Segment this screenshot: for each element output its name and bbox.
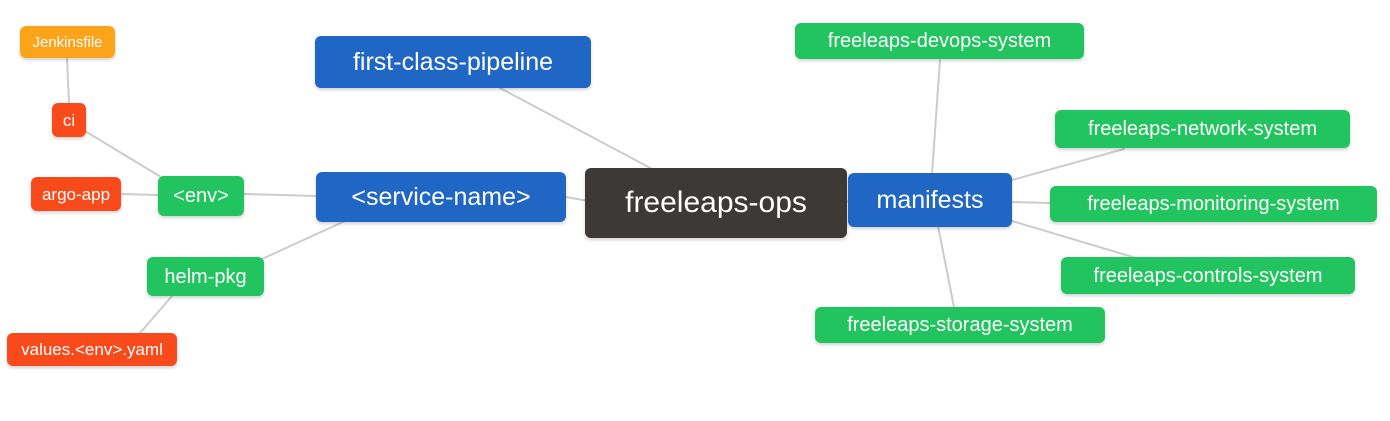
node-label: <env> — [173, 185, 229, 207]
node-freeleaps-storage-system[interactable]: freeleaps-storage-system — [815, 307, 1105, 343]
node-label: freeleaps-ops — [625, 186, 807, 219]
edge-ci-to-env — [84, 130, 162, 178]
node-label: freeleaps-storage-system — [847, 314, 1073, 336]
node-label: helm-pkg — [164, 265, 247, 288]
node-label: values.<env>.yaml — [21, 340, 163, 359]
node-label: freeleaps-network-system — [1088, 118, 1317, 140]
node-label: freeleaps-devops-system — [827, 30, 1052, 52]
edge-manifests-to-freeleaps-network-system — [1011, 148, 1125, 181]
node-label: <service-name> — [351, 182, 531, 211]
node-helm-pkg[interactable]: helm-pkg — [147, 257, 264, 296]
node-label: freeleaps-controls-system — [1093, 264, 1323, 287]
edge-values-env-yaml-to-helm-pkg — [139, 295, 173, 334]
node-label: argo-app — [41, 184, 111, 204]
edge-manifests-to-freeleaps-devops-system — [931, 59, 941, 175]
node-freeleaps-devops-system[interactable]: freeleaps-devops-system — [795, 23, 1084, 59]
node-manifests[interactable]: manifests — [848, 173, 1012, 227]
node-label: manifests — [876, 185, 984, 214]
node-service-name[interactable]: <service-name> — [316, 172, 566, 222]
node-argo-app[interactable]: argo-app — [31, 177, 121, 211]
node-label: Jenkinsfile — [32, 33, 103, 51]
node-jenkinsfile[interactable]: Jenkinsfile — [20, 26, 115, 58]
node-env[interactable]: <env> — [158, 176, 244, 216]
edge-jenkinsfile-to-ci — [66, 57, 70, 104]
edge-env-to-service-name — [243, 193, 317, 197]
edge-manifests-to-freeleaps-monitoring-system — [1011, 201, 1052, 204]
node-ci[interactable]: ci — [52, 103, 86, 137]
node-freeleaps-controls-system[interactable]: freeleaps-controls-system — [1061, 257, 1355, 294]
edge-manifests-to-freeleaps-controls-system — [1011, 220, 1137, 259]
node-freeleaps-network-system[interactable]: freeleaps-network-system — [1055, 110, 1350, 148]
node-values-env-yaml[interactable]: values.<env>.yaml — [7, 333, 177, 366]
node-label: ci — [62, 110, 76, 130]
node-freeleaps-monitoring-system[interactable]: freeleaps-monitoring-system — [1050, 186, 1377, 222]
node-first-class-pipeline[interactable]: first-class-pipeline — [315, 36, 591, 88]
node-label: first-class-pipeline — [352, 47, 554, 76]
edge-helm-pkg-to-service-name — [261, 220, 346, 260]
node-label: freeleaps-monitoring-system — [1087, 193, 1340, 215]
edge-argo-app-to-env — [120, 193, 159, 196]
node-freeleaps-ops[interactable]: freeleaps-ops — [585, 168, 847, 238]
edge-first-class-pipeline-to-freeleaps-ops — [499, 87, 657, 172]
edge-manifests-to-freeleaps-storage-system — [937, 225, 955, 308]
